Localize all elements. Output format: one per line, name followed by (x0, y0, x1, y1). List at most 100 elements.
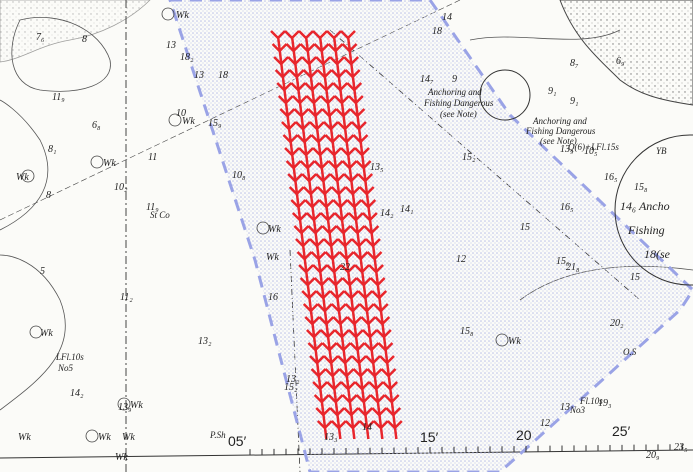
depth-sounding: 13₃ (324, 432, 338, 443)
scale-ticks (249, 444, 683, 456)
marker-chevron (382, 381, 399, 391)
depth-sounding: 10₈ (232, 170, 246, 181)
marker-chevron (291, 212, 308, 222)
marker-chevron (304, 82, 321, 92)
marker-chevron (349, 108, 366, 118)
marker-chevron (313, 43, 330, 53)
marker-chevron (323, 121, 339, 131)
marker-chevron (298, 147, 314, 157)
marker-chevron (375, 329, 392, 339)
marker-chevron (333, 212, 350, 222)
marker-chevron (313, 160, 330, 170)
longitude-25: 25′ (612, 423, 631, 439)
marker-chevron (343, 56, 360, 66)
depth-sounding: 9 (452, 74, 457, 85)
coastline-ne (559, 0, 693, 106)
marker-chevron (354, 381, 371, 391)
marker-chevron (354, 264, 370, 274)
marker-chevron (365, 238, 381, 248)
depth-sounding: 18 (432, 26, 442, 37)
wreck-label: Wk (115, 452, 128, 463)
marker-chevron (284, 30, 300, 40)
marker-chevron (315, 290, 332, 300)
marker-chevron (371, 407, 388, 417)
svg-text:Fishing Dangerous: Fishing Dangerous (423, 98, 494, 108)
marker-chevron (274, 69, 291, 79)
marker-chevron (318, 316, 335, 326)
light-labels: LFl.10s No5 Q(6)+LFl.15s YB Fl.10s No3 (55, 142, 667, 415)
marker-chevron (291, 95, 308, 105)
wreck-label: Wk (508, 336, 521, 347)
marker-chevron (271, 43, 288, 53)
marker-chevron (368, 264, 384, 274)
depth-sounding: 14 (362, 422, 372, 433)
marker-chevron (330, 69, 347, 79)
marker-chevron (312, 30, 328, 40)
marker-chevron (319, 95, 336, 105)
depth-sounding: 14 (442, 12, 452, 23)
depth-sounding: 16₅ (604, 172, 618, 183)
marker-chevron (351, 121, 367, 131)
marker-chevron (279, 108, 296, 118)
marker-chevron (316, 303, 333, 313)
depth-sounding: 15₂ (284, 382, 298, 393)
marker-chevron (340, 147, 356, 157)
marker-chevron (281, 121, 297, 131)
depth-sounding: 13₅ (370, 162, 384, 173)
marker-chevron (340, 264, 356, 274)
depth-sounding: 15₉ (208, 118, 222, 129)
wreck-label: Wk (98, 432, 111, 443)
marker-chevron (337, 238, 353, 248)
marker-chevron (310, 251, 327, 261)
depth-sounding: 10₂ (114, 182, 128, 193)
depth-sounding: 10 (176, 108, 186, 119)
marker-chevron (327, 277, 344, 287)
marker-chevron (330, 186, 347, 196)
light-1-char: LFl.10s (55, 352, 84, 362)
marker-chevron (323, 355, 339, 365)
marker-chevron (333, 95, 350, 105)
marker-chevron (332, 82, 349, 92)
marker-chevron (316, 420, 333, 430)
depth-sounding: 14₂ (70, 388, 84, 399)
marker-chevron (312, 264, 328, 274)
marker-chevron (315, 407, 332, 417)
marker-chevron (298, 30, 314, 40)
marker-chevron (315, 173, 332, 183)
marker-chevron (341, 394, 358, 404)
depth-sounding: 15 (520, 222, 530, 233)
marker-chevron (338, 368, 355, 378)
marker-chevron (369, 394, 386, 404)
light-2-char: Q(6)+LFl.15s (568, 142, 619, 152)
marker-chevron (358, 303, 375, 313)
depth-sounding: 21₈ (566, 262, 580, 273)
marker-chevron (363, 225, 380, 235)
note-anchoring-2: Anchoring and Fishing Dangerous (see Not… (525, 116, 596, 146)
marker-chevron (309, 355, 325, 365)
wreck-label: Wk (18, 432, 31, 443)
marker-chevron (361, 329, 378, 339)
marker-chevron (335, 342, 352, 352)
marker-chevron (368, 381, 385, 391)
anchorage-circle-1 (479, 69, 531, 121)
depth-sounding: 19₃ (598, 398, 612, 409)
wreck-label: Wk (122, 432, 135, 443)
feature-os: O.S (623, 347, 637, 357)
marker-chevron (296, 134, 313, 144)
marker-chevron (358, 420, 375, 430)
marker-chevron (310, 368, 327, 378)
marker-chevron (338, 251, 355, 261)
marker-chevron (341, 277, 358, 287)
marker-chevron (337, 355, 353, 365)
feature-psh: P.Sh (209, 430, 226, 440)
marker-chevron (360, 316, 377, 326)
depth-sounding: 15₈ (634, 182, 648, 193)
marker-chevron (341, 160, 358, 170)
marker-chevron (304, 199, 321, 209)
marker-chevron (332, 316, 349, 326)
depth-sounding: 15₆ (556, 256, 570, 267)
marker-grid (270, 30, 403, 440)
depth-sounding: 5 (40, 266, 45, 277)
marker-chevron (357, 173, 374, 183)
marker-chevron (305, 212, 322, 222)
